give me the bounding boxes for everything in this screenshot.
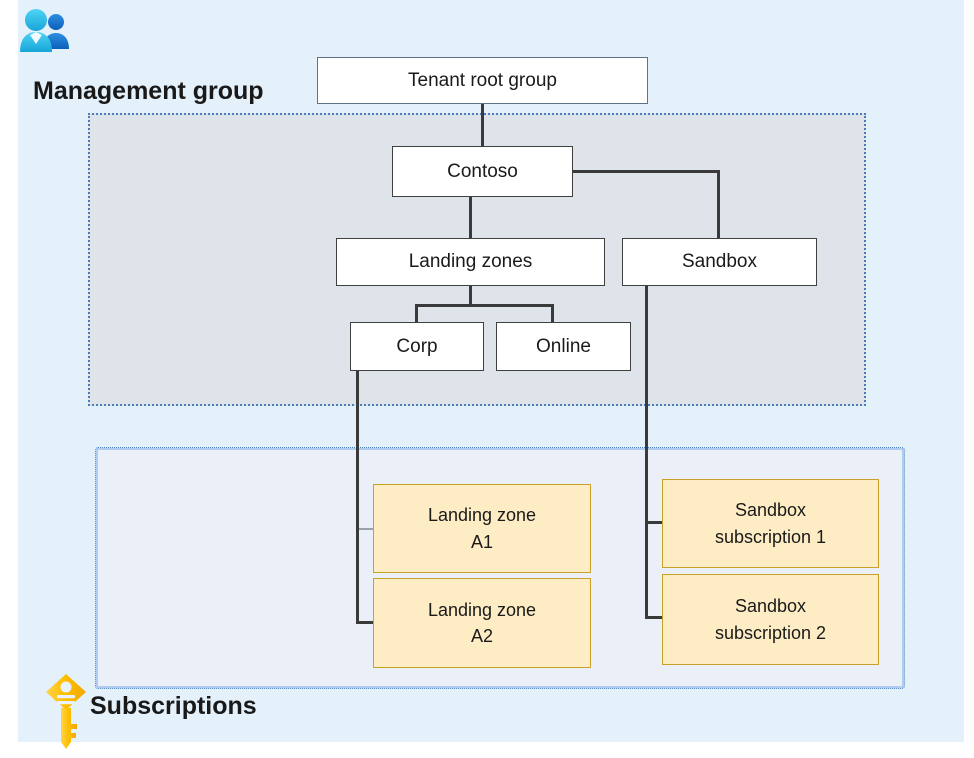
node-label: Landing zones — [408, 251, 533, 272]
node-label: Sandbox subscription 1 — [715, 497, 826, 549]
edge-contoso-to-sandbox-horizontal — [571, 170, 720, 173]
node-corp[interactable]: Corp — [350, 322, 484, 371]
edge-sandbox-to-subscription-2 — [645, 616, 665, 619]
node-label-line-1: Sandbox — [734, 596, 807, 617]
node-sandbox[interactable]: Sandbox — [622, 238, 817, 286]
management-group-section-title: Management group — [33, 77, 264, 105]
subscriptions-section-title: Subscriptions — [90, 692, 257, 720]
edge-tenant-root-to-contoso — [481, 103, 484, 147]
edge-landing-zones-crossbar — [415, 304, 554, 307]
key-icon — [46, 674, 86, 749]
edge-sandbox-to-subscription-1 — [645, 521, 665, 524]
node-tenant-root-group[interactable]: Tenant root group — [317, 57, 648, 104]
node-sandbox-subscription-1[interactable]: Sandbox subscription 1 — [662, 479, 879, 568]
node-label: Landing zone A1 — [428, 502, 536, 554]
node-label: Landing zone A2 — [428, 597, 536, 649]
node-label-line-1: Landing zone — [427, 599, 537, 620]
edge-corp-to-landing-zone-a2 — [356, 621, 376, 624]
node-label: Sandbox subscription 2 — [715, 593, 826, 645]
edge-corp-to-landing-zone-a1 — [359, 528, 375, 530]
node-label-line-2: subscription 1 — [714, 526, 827, 547]
node-label-line-1: Sandbox — [734, 500, 807, 521]
edge-contoso-to-sandbox-vertical — [717, 170, 720, 240]
node-label-line-2: A2 — [470, 626, 493, 646]
node-landing-zone-a2[interactable]: Landing zone A2 — [373, 578, 591, 668]
node-label: Contoso — [447, 160, 518, 182]
edge-landing-zones-stem — [469, 285, 472, 307]
node-label-line-2: subscription 2 — [714, 622, 827, 643]
node-label: Corp — [396, 335, 438, 357]
node-label: Sandbox — [681, 251, 757, 272]
edge-corp-trunk — [356, 370, 359, 624]
people-icon — [20, 9, 69, 52]
edge-landing-zones-to-corp — [415, 304, 418, 324]
node-contoso[interactable]: Contoso — [392, 146, 573, 197]
edge-landing-zones-to-online — [551, 304, 554, 324]
node-label-line-2: A1 — [470, 531, 493, 552]
node-landing-zones[interactable]: Landing zones — [336, 238, 605, 286]
node-label: Tenant root group — [408, 69, 557, 91]
node-label-line-1: Landing zone — [427, 505, 537, 526]
node-sandbox-subscription-2[interactable]: Sandbox subscription 2 — [662, 574, 879, 665]
edge-sandbox-trunk — [645, 285, 648, 619]
node-landing-zone-a1[interactable]: Landing zone A1 — [373, 484, 591, 573]
node-label: Online — [536, 335, 591, 357]
edge-contoso-to-landing-zones — [469, 196, 472, 239]
node-online[interactable]: Online — [496, 322, 631, 371]
